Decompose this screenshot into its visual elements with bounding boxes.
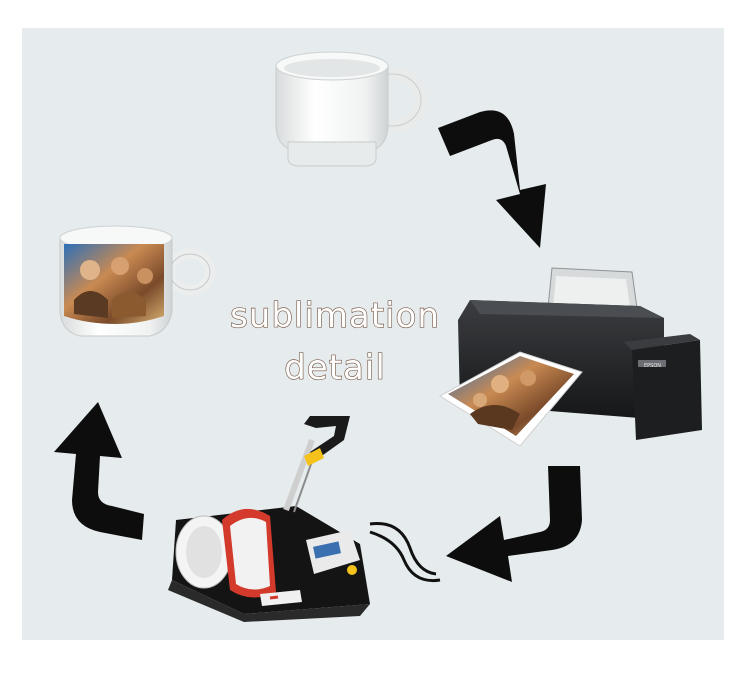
printed-mug-icon	[60, 226, 210, 336]
printer-brand-label: EPSON	[644, 363, 661, 369]
arrow-to-heat-press-icon	[446, 466, 582, 582]
mug-heat-press-icon	[168, 416, 440, 622]
arrow-to-printer-icon	[438, 110, 546, 248]
caption-detail: detail	[190, 348, 480, 388]
caption-sublimation: sublimation	[190, 296, 480, 336]
blank-white-mug-icon	[276, 52, 421, 166]
arrow-to-printed-mug-icon	[54, 402, 144, 540]
